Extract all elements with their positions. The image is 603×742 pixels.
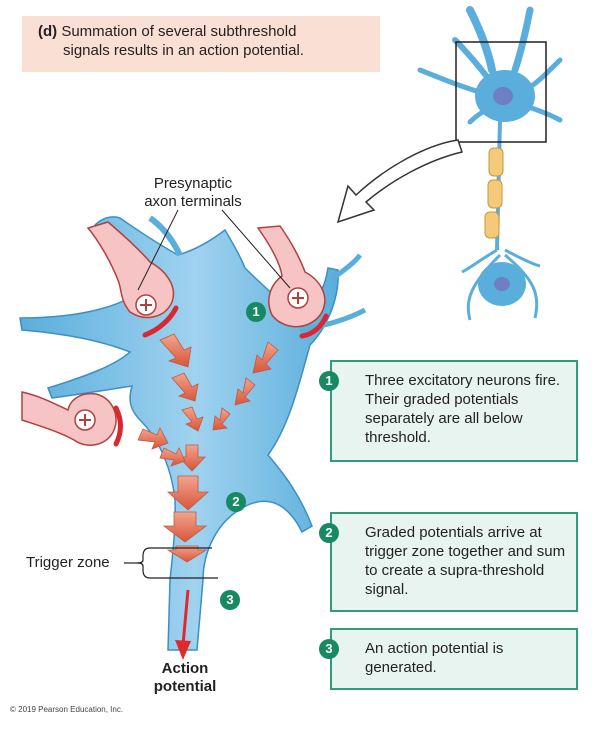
step-badge-1: 1 bbox=[319, 371, 339, 391]
panel-letter: (d) bbox=[38, 23, 58, 40]
step-badge-3-diagram: 3 bbox=[220, 590, 240, 610]
action-potential-label: Action potential bbox=[135, 660, 235, 696]
presynaptic-label-line-1: Presynaptic bbox=[153, 175, 233, 192]
presynaptic-terminal-3 bbox=[21, 391, 123, 447]
figure-title: (d) Summation of several subthreshold si… bbox=[22, 16, 380, 72]
plus-symbol-3 bbox=[74, 409, 96, 431]
plus-symbol-1 bbox=[135, 294, 157, 316]
copyright-notice: © 2019 Pearson Education, Inc. bbox=[10, 705, 124, 714]
step-text-1: Three excitatory neurons fire. Their gra… bbox=[365, 372, 561, 446]
presynaptic-terminal-1 bbox=[86, 221, 179, 338]
neuron-cell-body bbox=[19, 216, 339, 651]
action-label-line-2: potential bbox=[153, 678, 217, 695]
step-text-2: Graded potentials arrive at trigger zone… bbox=[365, 524, 566, 598]
graded-potential-arrows bbox=[137, 333, 279, 563]
overview-neuron bbox=[417, 6, 563, 321]
step-badge-2-diagram: 2 bbox=[226, 492, 246, 512]
step-box-1: 1 Three excitatory neurons fire. Their g… bbox=[319, 360, 578, 462]
leader-line-terminal-1 bbox=[137, 209, 179, 291]
title-line-1: Summation of several subthreshold bbox=[61, 23, 297, 40]
leader-line-terminal-2 bbox=[221, 209, 291, 289]
trigger-zone-label: Trigger zone bbox=[26, 554, 110, 571]
plus-symbol-2 bbox=[287, 287, 309, 309]
step-box-2: 2 Graded potentials arrive at trigger zo… bbox=[319, 512, 578, 612]
step-badge-2: 2 bbox=[319, 523, 339, 543]
step-badge-1-diagram: 1 bbox=[246, 302, 266, 322]
step-text-3: An action potential is generated. bbox=[365, 640, 504, 676]
presynaptic-label: Presynaptic axon terminals bbox=[128, 175, 258, 211]
trigger-zone-bracket bbox=[124, 547, 218, 579]
enlarge-arrow bbox=[336, 139, 463, 224]
presynaptic-label-line-2: axon terminals bbox=[144, 193, 242, 210]
action-label-line-1: Action bbox=[161, 660, 209, 677]
step-badge-3: 3 bbox=[319, 639, 339, 659]
action-potential-arrow bbox=[175, 589, 191, 660]
title-line-2: signals results in an action potential. bbox=[63, 42, 304, 59]
step-box-3: 3 An action potential is generated. bbox=[319, 628, 578, 690]
